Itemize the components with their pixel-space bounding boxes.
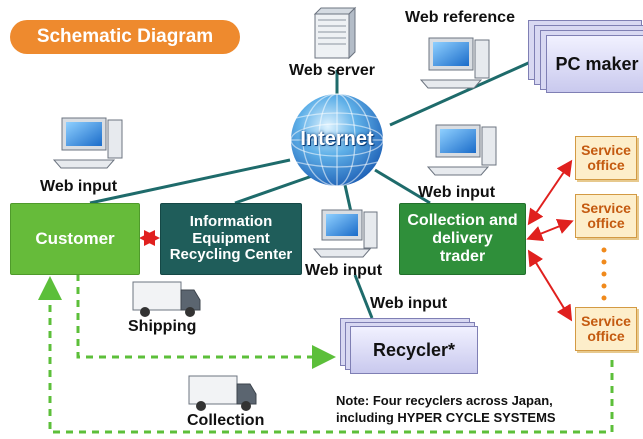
collection-flow — [38, 276, 614, 434]
pc-maker-stack: PC maker — [528, 20, 643, 94]
web-server-label: Web server — [289, 62, 375, 79]
web-reference-label: Web reference — [405, 9, 515, 26]
recycler-label: Recycler* — [350, 326, 478, 374]
iec-box: Information Equipment Recycling Center — [160, 203, 302, 275]
footnote-line-2: including HYPER CYCLE SYSTEMS — [336, 409, 556, 425]
ellipsis-dots — [601, 247, 607, 301]
arrow-cdt-svc2 — [526, 219, 574, 241]
pc-maker-label: PC maker — [546, 35, 643, 93]
customer-box: Customer — [10, 203, 140, 275]
service-office-1-line-1: Service — [581, 142, 631, 159]
footnote-line-1: Note: Four recyclers across Japan, — [336, 393, 553, 408]
service-office-3-line-1: Service — [581, 313, 631, 330]
arrow-cdt-svc3 — [527, 249, 573, 322]
link-customer — [89, 158, 291, 205]
web-input-left-label: Web input — [40, 178, 118, 195]
service-office-2-line-1: Service — [581, 200, 631, 217]
cdt-box: Collection and delivery trader — [399, 203, 526, 275]
computer-icon-left — [52, 117, 123, 169]
arrow-cdt-svc1 — [527, 159, 573, 226]
iec-line-3: Recycling Center — [169, 246, 293, 264]
computer-icon-right — [426, 124, 497, 176]
cdt-line-3: trader — [439, 247, 486, 265]
link-pcmaker — [389, 58, 536, 127]
collection-label: Collection — [187, 412, 265, 429]
globe-icon — [290, 93, 384, 187]
truck-icon-shipping — [132, 281, 201, 317]
web-input-right-label: Web input — [418, 184, 496, 201]
footnote: Note: Four recyclers across Japan, inclu… — [336, 393, 556, 427]
link-recycler — [353, 274, 374, 319]
web-input-recycler-label: Web input — [370, 295, 448, 312]
iec-line-1: Information — [189, 212, 273, 230]
diagram-title: Schematic Diagram — [10, 20, 240, 54]
truck-icon-collection — [188, 375, 257, 411]
server-icon — [313, 6, 357, 60]
computer-icon-top-right — [419, 37, 490, 89]
service-office-1-line-2: office — [587, 157, 625, 173]
internet-label: Internet — [300, 128, 374, 150]
cdt-line-2: delivery — [432, 230, 493, 248]
computer-icon-center — [312, 209, 378, 258]
link-iec — [234, 173, 316, 205]
service-office-3-line-2: office — [587, 328, 625, 344]
cdt-line-1: Collection and — [407, 212, 518, 230]
iec-line-2: Equipment — [192, 229, 270, 247]
link-cdt — [374, 168, 431, 205]
shipping-label: Shipping — [128, 318, 197, 335]
web-input-center-label: Web input — [305, 262, 383, 279]
recycler-stack: Recycler* — [340, 318, 480, 378]
shipping-flow — [76, 274, 336, 369]
service-office-2-line-2: office — [587, 215, 625, 231]
